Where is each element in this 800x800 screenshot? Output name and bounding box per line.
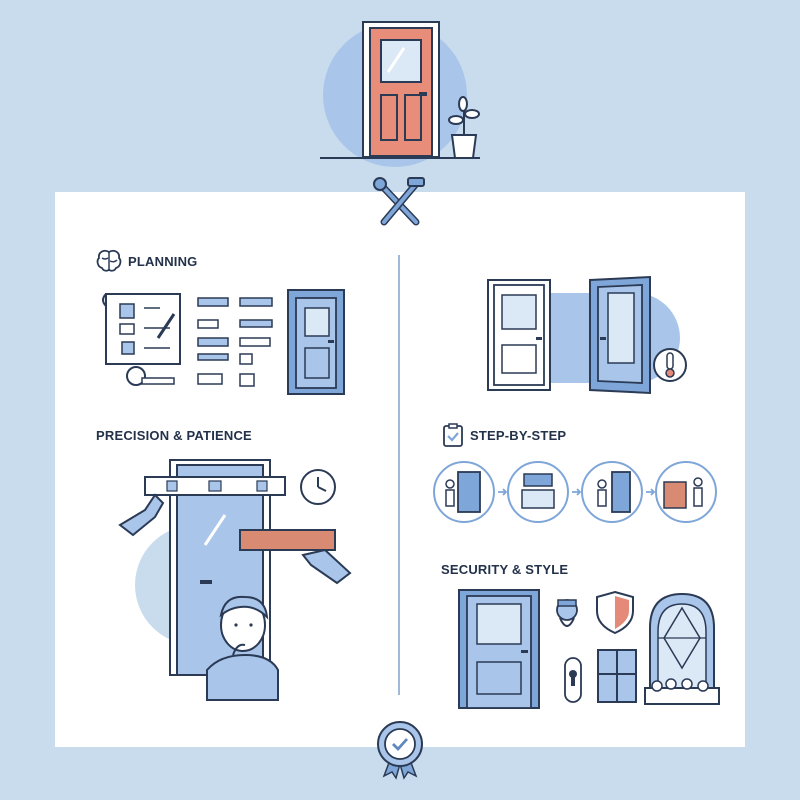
step-4 — [655, 461, 717, 523]
clipboard-check-icon — [443, 423, 463, 447]
brain-icon — [96, 249, 122, 272]
panel-divider — [398, 255, 400, 695]
step-3 — [581, 461, 643, 523]
planning-tools-illustration — [102, 289, 345, 395]
precision-title: PRECISION & PATIENCE — [96, 428, 252, 443]
step-2 — [507, 461, 569, 523]
security-style-illustration — [458, 589, 720, 709]
step-by-step-title: STEP-BY-STEP — [470, 428, 567, 443]
doors-comparison-illustration — [487, 275, 687, 395]
planning-title: PLANNING — [128, 254, 198, 269]
door-hero-icon — [320, 21, 480, 167]
wrench-hammer-icon — [373, 177, 425, 226]
installation-steps-illustration — [433, 461, 717, 523]
step-1 — [433, 461, 495, 523]
award-badge-icon — [377, 721, 423, 780]
security-title: SECURITY & STYLE — [441, 562, 569, 577]
precision-illustration — [118, 459, 352, 701]
